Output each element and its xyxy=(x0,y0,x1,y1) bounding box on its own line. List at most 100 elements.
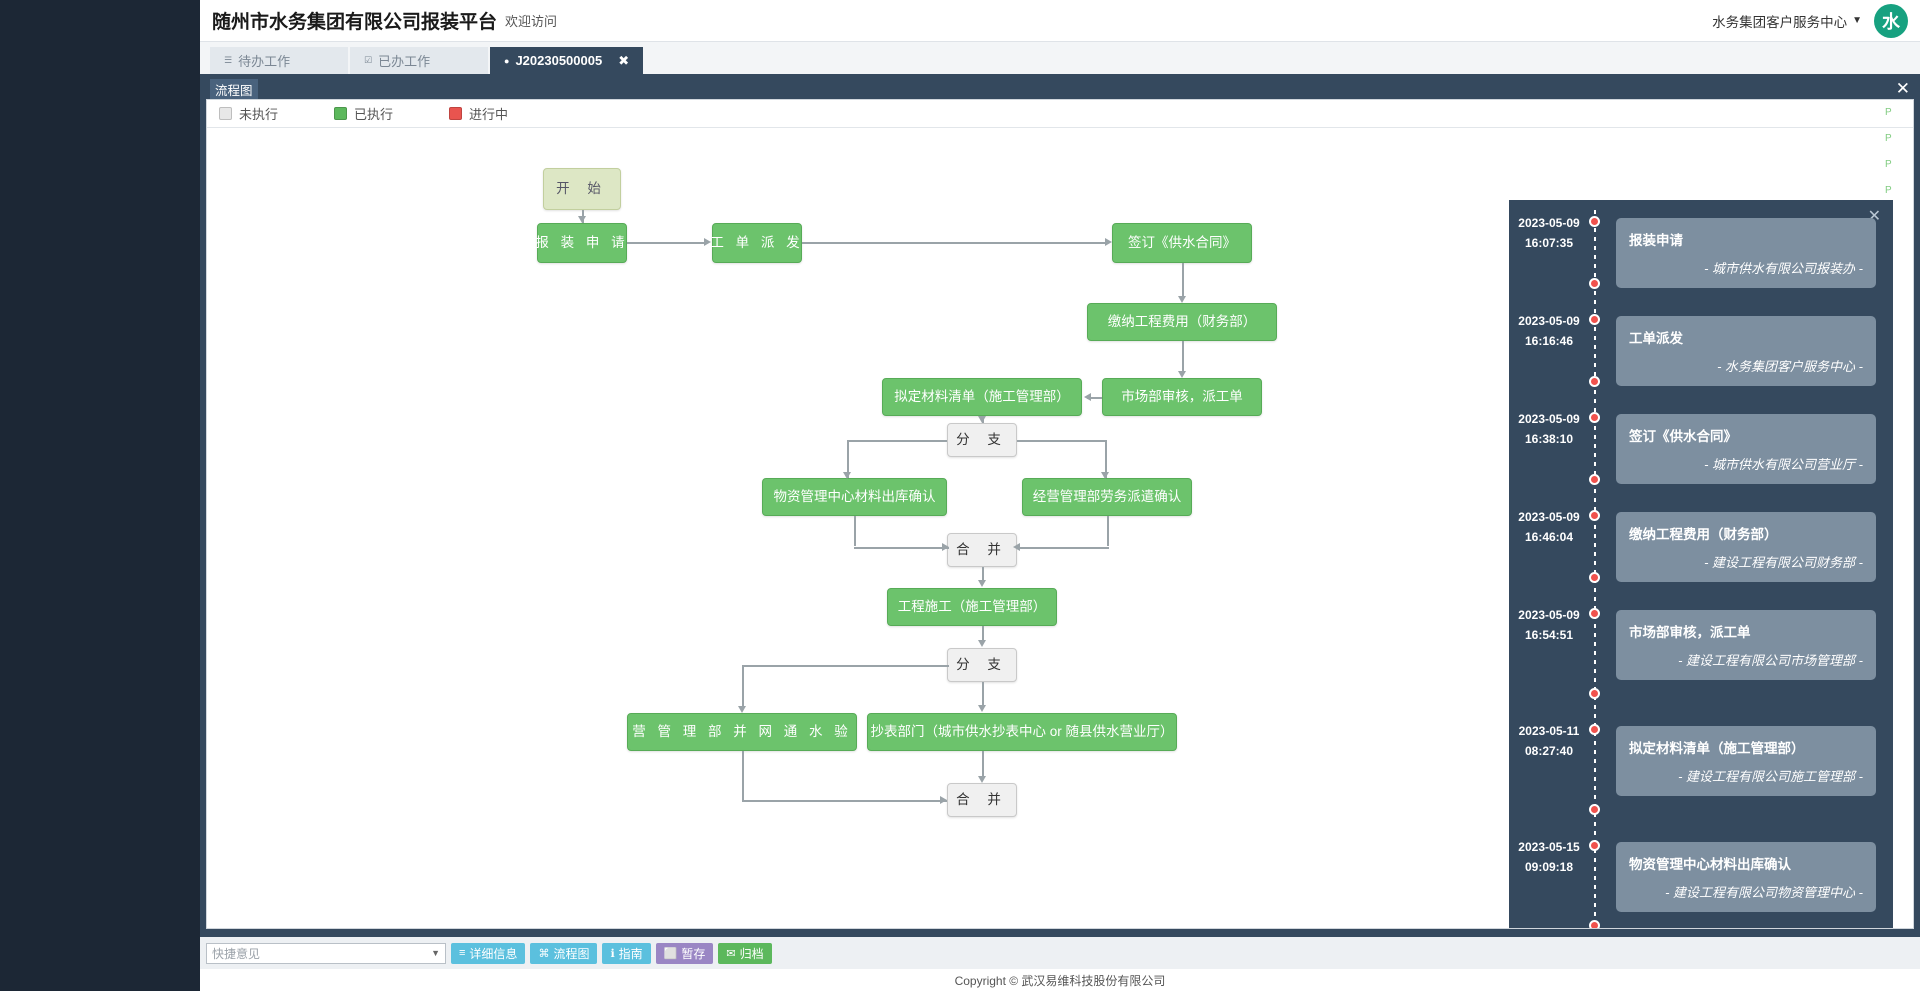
close-icon[interactable]: ✕ xyxy=(1895,79,1910,98)
guide-icon: ℹ xyxy=(610,947,615,960)
timeline-card[interactable]: 工单派发- 水务集团客户服务中心 - xyxy=(1616,316,1876,386)
flow-legend: 未执行已执行进行中 xyxy=(207,100,1913,128)
avatar[interactable]: 水 xyxy=(1874,3,1908,38)
quick-opinion-select[interactable]: 快捷意见 ▼ xyxy=(206,942,446,964)
flow-connector xyxy=(854,547,949,549)
flow-panel: 流程图 ✕ 未执行已执行进行中 开 始报 装 申 请工 单 派 发签订《供水合同… xyxy=(200,74,1920,937)
timeline-timestamp: 2023-05-11 08:27:40 xyxy=(1509,722,1589,762)
toolbar-button-2[interactable]: ⌘流程图 xyxy=(530,942,598,964)
flow-node-n1[interactable]: 报 装 申 请 xyxy=(535,223,627,263)
flow-icon: ⌘ xyxy=(538,947,550,960)
tab-1[interactable]: ☰ 待办工作 xyxy=(210,47,348,74)
chevron-down-icon: ▼ xyxy=(431,948,440,958)
timeline-time: 16:46:04 xyxy=(1524,529,1574,544)
flow-arrow xyxy=(977,705,986,712)
footer: Copyright © 武汉易维科技股份有限公司 xyxy=(200,969,1920,991)
flow-arrow xyxy=(940,795,947,804)
toolbar-button-label: 指南 xyxy=(618,946,643,961)
timeline-dot xyxy=(1589,724,1600,735)
flow-node-g2[interactable]: 合 并 xyxy=(947,533,1017,567)
flow-node-start[interactable]: 开 始 xyxy=(543,168,621,210)
chevron-down-icon[interactable]: ▼ xyxy=(1852,15,1862,26)
flow-node-n7[interactable]: 物资管理中心材料出库确认 xyxy=(762,478,947,516)
flow-node-label: 分 支 xyxy=(956,657,1008,673)
timeline-time: 09:09:18 xyxy=(1524,859,1574,874)
timeline-step-name: 物资管理中心材料出库确认 xyxy=(1629,857,1791,872)
tab-3[interactable]: ●J20230500005✖ xyxy=(490,47,644,74)
timeline-card[interactable]: 签订《供水合同》- 城市供水有限公司营业厅 - xyxy=(1616,414,1876,484)
timeline-time: 16:38:10 xyxy=(1524,431,1574,446)
timeline-step-name: 报装申请 xyxy=(1629,233,1683,248)
ghost-text: P xyxy=(1885,133,1892,144)
flow-arrow xyxy=(1100,472,1109,479)
tab-label: 待办工作 xyxy=(238,54,291,69)
timeline-card[interactable]: 缴纳工程费用（财务部）- 建设工程有限公司财务部 - xyxy=(1616,512,1876,582)
sidebar-fill xyxy=(0,0,200,991)
flow-connector xyxy=(1087,397,1102,399)
close-icon[interactable]: ✖ xyxy=(618,52,630,68)
flow-node-n10[interactable]: 经 营 管 理 部 并 网 通 水 验 收 xyxy=(607,713,873,751)
flow-connector xyxy=(982,751,984,776)
flow-node-n5[interactable]: 市场部审核，派工单 xyxy=(1102,378,1262,416)
toolbar-button-4[interactable]: ⬜暂存 xyxy=(655,942,714,964)
legend-swatch xyxy=(449,107,463,120)
flow-node-n6[interactable]: 拟定材料清单（施工管理部） xyxy=(882,378,1082,416)
timeline-time: 16:07:35 xyxy=(1524,235,1574,250)
dot-icon: ● xyxy=(504,55,510,66)
legend-swatch xyxy=(219,107,232,120)
top-header: 随州市水务集团有限公司报装平台 欢迎访问 水务集团客户服务中心 ▼ 水 xyxy=(200,0,1920,42)
timeline-time: 08:27:40 xyxy=(1524,743,1574,758)
flow-node-label: 拟定材料清单（施工管理部） xyxy=(894,389,1070,405)
toolbar-button-label: 归档 xyxy=(739,946,764,961)
timeline-rail xyxy=(1594,210,1596,928)
timeline-step-org: - 建设工程有限公司施工管理部 - xyxy=(1678,769,1863,784)
flow-arrow xyxy=(1013,542,1020,551)
tab-2[interactable]: ☑ 已办工作 xyxy=(350,47,488,74)
check-square-icon: ☑ xyxy=(364,55,373,65)
timeline-date: 2023-05-11 xyxy=(1518,724,1580,738)
toolbar-button-label: 流程图 xyxy=(553,946,590,961)
timeline-date: 2023-05-09 xyxy=(1518,510,1580,524)
tab-label: 已办工作 xyxy=(378,54,431,69)
save-icon: ⬜ xyxy=(663,947,678,960)
timeline-card[interactable]: 物资管理中心材料出库确认- 建设工程有限公司物资管理中心 - xyxy=(1616,842,1876,912)
timeline-date: 2023-05-09 xyxy=(1518,314,1580,328)
flow-node-g4[interactable]: 合 并 xyxy=(947,783,1017,817)
user-name[interactable]: 水务集团客户服务中心 xyxy=(1712,14,1848,30)
timeline-card[interactable]: 拟定材料清单（施工管理部）- 建设工程有限公司施工管理部 - xyxy=(1616,726,1876,796)
legend-label: 进行中 xyxy=(469,107,509,122)
flow-node-n9[interactable]: 工程施工（施工管理部） xyxy=(887,588,1057,626)
timeline-timestamp: 2023-05-09 16:46:04 xyxy=(1509,508,1589,548)
welcome-text: 欢迎访问 xyxy=(505,14,558,29)
legend-swatch xyxy=(334,107,348,120)
flow-node-label: 合 并 xyxy=(956,792,1008,808)
flow-connector xyxy=(742,751,744,801)
flow-node-n11[interactable]: 抄表部门（城市供水抄表中心 or 随县供水营业厅） xyxy=(867,713,1177,751)
toolbar-button-1[interactable]: ≡详细信息 xyxy=(451,942,526,964)
toolbar-button-5[interactable]: ✉归档 xyxy=(718,942,772,964)
timeline-card[interactable]: 报装申请- 城市供水有限公司报装办 - xyxy=(1616,218,1876,288)
flow-node-g3[interactable]: 分 支 xyxy=(947,648,1017,682)
flow-node-g1[interactable]: 分 支 xyxy=(947,423,1017,457)
list-icon: ☰ xyxy=(224,55,233,65)
flow-arrow xyxy=(977,776,986,783)
flow-arrow xyxy=(1084,392,1091,401)
flow-canvas[interactable]: 未执行已执行进行中 开 始报 装 申 请 工 单 派 发 签订《供水合同》缴纳工程费… xyxy=(206,99,1914,929)
flow-node-n4[interactable]: 缴纳工程费用（财务部） xyxy=(1087,303,1277,341)
flow-arrow xyxy=(977,580,986,587)
timeline-dot xyxy=(1589,314,1600,325)
flow-node-n2[interactable]: 工 单 派 发 xyxy=(710,223,802,263)
timeline-step-org: - 建设工程有限公司财务部 - xyxy=(1704,555,1863,570)
flow-connector xyxy=(742,800,947,802)
flow-panel-title: 流程图 xyxy=(210,78,258,100)
flow-node-label: 开 始 xyxy=(556,181,608,197)
flow-node-label: 缴纳工程费用（财务部） xyxy=(1107,314,1257,330)
header-right: 水务集团客户服务中心 ▼ 水 xyxy=(1712,3,1920,38)
flow-node-n3[interactable]: 签订《供水合同》 xyxy=(1112,223,1252,263)
timeline-card[interactable]: 市场部审核，派工单- 建设工程有限公司市场管理部 - xyxy=(1616,610,1876,680)
flow-node-n8[interactable]: 经营管理部劳务派遣确认 xyxy=(1022,478,1192,516)
